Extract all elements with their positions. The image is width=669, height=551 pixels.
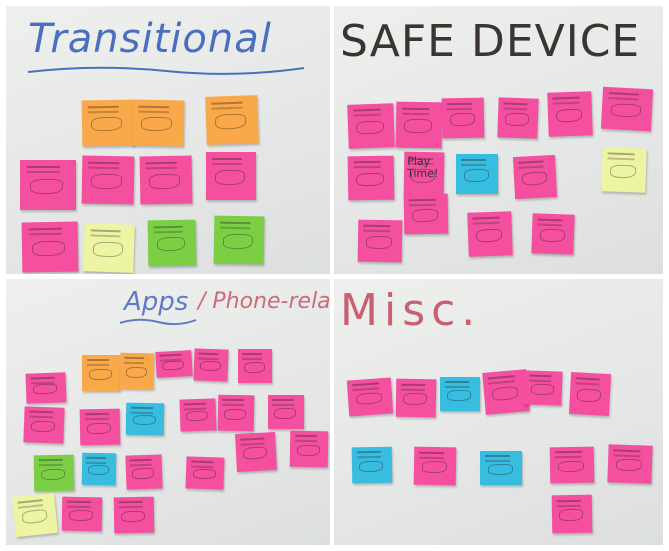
apps-sticky-note: [125, 454, 163, 490]
misc-sticky-note: [440, 377, 480, 411]
safe-device-sticky-note: [357, 219, 403, 263]
safe-device-heading: SAFE DEVICE: [340, 16, 641, 67]
transitional-sticky-note: [81, 155, 135, 205]
safe-device-sticky-note: [403, 193, 449, 235]
apps-sticky-note: [25, 372, 67, 404]
transitional-sticky-note: [205, 95, 259, 145]
safe-device-sticky-note: Play Time!: [403, 151, 445, 199]
apps-sticky-note: [33, 454, 75, 492]
misc-board: Misc.: [334, 279, 663, 545]
misc-sticky-note: [607, 444, 653, 484]
misc-sticky-note: [549, 446, 595, 484]
apps-sticky-note: [238, 349, 272, 383]
misc-sticky-note: [395, 378, 437, 418]
safe-device-sticky-note: [600, 86, 654, 132]
misc-sticky-note: [413, 446, 457, 486]
apps-sticky-note: [185, 456, 225, 490]
apps-sticky-note: [268, 395, 304, 429]
safe-device-sticky-note: [547, 91, 593, 137]
transitional-sticky-note: [131, 99, 185, 147]
transitional-board: Transitional: [6, 6, 330, 274]
apps-sticky-note: [61, 496, 103, 532]
misc-sticky-note: [346, 377, 394, 417]
apps-heading: Apps: [124, 287, 189, 317]
safe-device-sticky-note: [497, 97, 539, 139]
apps-sticky-note: [193, 348, 229, 382]
apps-sticky-note: [82, 355, 120, 391]
apps-sticky-note: [113, 496, 155, 534]
transitional-sticky-note: [147, 219, 197, 267]
safe-device-sticky-note: [441, 97, 485, 139]
misc-sticky-note: [523, 370, 563, 406]
apps-sticky-note: [217, 394, 255, 432]
safe-device-board: SAFE DEVICE Play Time!: [334, 6, 663, 274]
misc-sticky-note: [482, 369, 530, 415]
misc-sticky-note: [480, 451, 522, 485]
apps-sticky-note: [23, 406, 65, 444]
apps-sticky-note: [79, 408, 121, 446]
misc-heading: Misc.: [340, 285, 482, 336]
safe-device-sticky-note: [395, 101, 443, 149]
apps-underline: [119, 318, 197, 326]
transitional-sticky-note: [20, 160, 76, 210]
transitional-sticky-note: [21, 221, 79, 273]
apps-sticky-note: [179, 398, 217, 432]
transitional-underline: [27, 66, 305, 75]
transitional-heading: Transitional: [28, 16, 272, 62]
safe-device-sticky-note: [456, 154, 498, 194]
safe-device-sticky-note: [512, 154, 558, 200]
apps-sticky-note: [81, 452, 117, 486]
apps-board: Apps / Phone-relate: [6, 279, 330, 545]
misc-sticky-note: [568, 371, 612, 417]
transitional-sticky-note: [139, 155, 193, 205]
apps-sticky-note: [119, 352, 155, 390]
apps-sticky-note: [155, 350, 193, 378]
safe-device-sticky-note: [467, 211, 513, 257]
transitional-sticky-note: [83, 223, 135, 273]
safe-device-sticky-note: [347, 155, 395, 201]
misc-sticky-note: [351, 446, 393, 484]
sticky-note-text: Play Time!: [406, 154, 439, 181]
safe-device-sticky-note: [531, 213, 575, 255]
apps-sticky-note: [12, 492, 58, 538]
apps-sticky-note: [235, 431, 277, 473]
transitional-sticky-note: [206, 152, 256, 200]
transitional-sticky-note: [81, 99, 135, 147]
apps-sticky-note: [125, 402, 165, 436]
transitional-sticky-note: [213, 215, 265, 265]
misc-sticky-note: [551, 494, 593, 534]
safe-device-sticky-note: [601, 147, 647, 193]
phone-related-heading: / Phone-relate: [198, 289, 330, 314]
safe-device-sticky-note: [347, 103, 395, 149]
apps-sticky-note: [289, 430, 329, 468]
